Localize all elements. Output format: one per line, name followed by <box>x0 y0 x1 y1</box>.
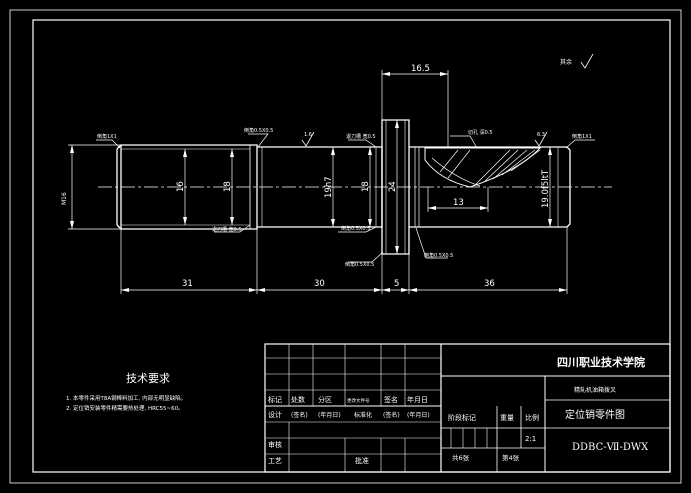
label-weight: 重量 <box>500 414 514 422</box>
dim-36: 36 <box>484 279 495 289</box>
dim-16: 16 <box>176 181 186 192</box>
note-chamfer-left: 倒角1X1 <box>97 133 117 140</box>
note-surface: 其余 <box>560 58 572 66</box>
roughness-value-1: 1.6 <box>304 132 312 138</box>
dim-5: 5 <box>394 279 399 289</box>
note-undercut-top: 退刀槽 宽0.5 <box>346 133 376 140</box>
label-zone: 分区 <box>318 395 332 404</box>
design-sign: (签名) <box>291 411 308 419</box>
note-undercut-bot: 退刀槽 宽0.5 <box>212 226 242 233</box>
dim-13: 13 <box>453 198 464 208</box>
roughness-symbols <box>301 53 594 147</box>
label-process: 工艺 <box>268 457 282 465</box>
roughness-value-2: 6.3 <box>537 132 545 138</box>
dim-thread: M16 <box>61 192 68 205</box>
design-date: (年月日) <box>318 411 341 419</box>
note-chamfer-bot1: 倒角0.5X0.5 <box>341 225 370 232</box>
label-stage: 阶段标记 <box>448 413 476 422</box>
scale-value: 2:1 <box>525 435 536 443</box>
dimension-text: 31 30 5 36 16.5 13 M16 16 18 19h7 18 24 … <box>61 64 551 289</box>
sheet-current: 第4张 <box>502 453 520 462</box>
note-chamfer-bot3: 倒角0.5X0.5 <box>424 252 453 259</box>
sheet-total: 共6张 <box>452 453 470 462</box>
dim-18b: 18 <box>361 181 371 192</box>
arrowheads <box>70 72 567 292</box>
dim-16-5: 16.5 <box>411 64 430 74</box>
drawing-number: DDBC-Ⅶ-DWX <box>572 442 649 453</box>
assembly-name: 精轧机油箱拨叉 <box>574 386 616 394</box>
standard-sign: (签名) <box>383 411 400 419</box>
dim-31: 31 <box>182 279 193 289</box>
label-review: 审核 <box>268 440 282 449</box>
label-sign: 签名 <box>384 395 398 404</box>
dim-18a: 18 <box>223 181 233 192</box>
title-block-grid <box>264 343 671 473</box>
label-design: 设计 <box>268 410 282 419</box>
outer-border <box>9 9 682 484</box>
label-count: 处数 <box>291 395 305 404</box>
tech-requirements: 技术要求 1. 本零件采用T8A钢棒料加工, 内部无明显缺陷。 2. 定位销安装… <box>66 372 186 412</box>
label-date: 年月日 <box>407 395 428 404</box>
title-block-text: 四川职业技术学院 精轧机油箱拨叉 定位销零件图 DDBC-Ⅶ-DWX 标记 处数… <box>268 355 649 465</box>
dim-19h7: 19h7 <box>324 176 334 198</box>
label-change: 更改文件号 <box>347 397 370 404</box>
dim-19f7: 19.0f5ltT <box>541 169 551 208</box>
dimension-lines <box>68 70 595 294</box>
note-chamfer-bot2: 倒角0.5X0.5 <box>345 261 374 268</box>
requirements-title: 技术要求 <box>126 372 170 385</box>
dim-30: 30 <box>314 279 325 289</box>
groove-section <box>424 147 542 188</box>
note-chamfer-right: 倒角1X1 <box>572 133 592 140</box>
school-name: 四川职业技术学院 <box>557 355 645 369</box>
part-name: 定位销零件图 <box>565 408 625 421</box>
requirement-1: 1. 本零件采用T8A钢棒料加工, 内部无明显缺陷。 <box>66 394 186 402</box>
label-standard: 标准化 <box>354 411 372 419</box>
drawing-notes: 其余 倒角1X1 倒角1X1 倒角0.5X0.5 退刀槽 宽0.5 退刀槽 宽0… <box>97 58 592 268</box>
label-approve: 批准 <box>355 456 369 465</box>
standard-date: (年月日) <box>407 411 430 419</box>
requirement-2: 2. 定位销安装零件精需要热处理, HRC55~60。 <box>66 404 184 412</box>
label-mark: 标记 <box>268 395 282 404</box>
dim-24: 24 <box>388 181 398 192</box>
note-chamfer-top: 倒角0.5X0.5 <box>244 127 273 134</box>
inner-border <box>32 19 671 473</box>
note-groove: 切孔 深0.5 <box>468 129 493 136</box>
label-scale: 比例 <box>525 413 539 422</box>
